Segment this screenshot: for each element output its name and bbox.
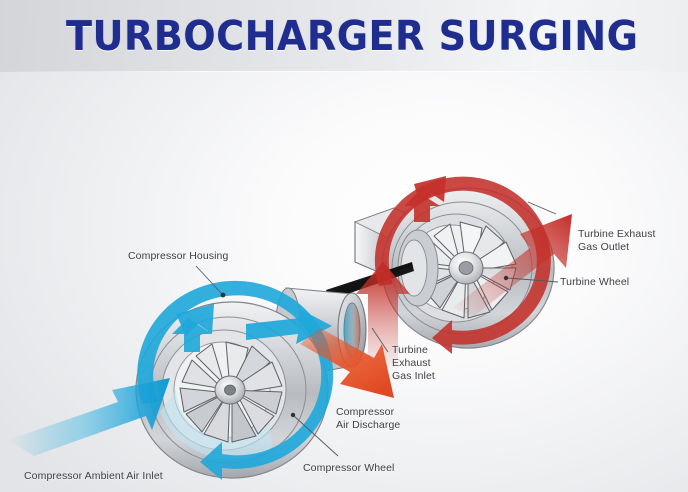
leader-dot-compressor-housing xyxy=(220,292,226,298)
leader-dot-compressor-wheel xyxy=(290,412,296,418)
label-turbine-exhaust-gas-inlet: Turbine Exhaust Gas Inlet xyxy=(392,344,435,382)
duct-flow-blend xyxy=(344,303,360,357)
label-turbine-wheel: Turbine Wheel xyxy=(560,276,630,288)
leader-compressor-housing xyxy=(195,265,223,295)
compressor-swirl-head xyxy=(176,304,214,336)
label-compressor-ambient-air-inlet: Compressor Ambient Air Inlet xyxy=(24,470,163,482)
compressor-hub-center xyxy=(224,384,236,396)
turbine-circulation-arrow xyxy=(374,176,551,354)
leader-lines xyxy=(195,201,559,457)
leader-turbine-wheel xyxy=(507,277,559,283)
turbine-hub-center xyxy=(458,261,474,275)
label-compressor-housing: Compressor Housing xyxy=(128,250,229,262)
leader-turbine-inlet xyxy=(371,327,389,353)
compressor-wheel xyxy=(179,341,283,443)
compressor-volute-shade xyxy=(160,390,272,460)
turbine-assembly xyxy=(326,176,572,372)
turbocharger-illustration xyxy=(8,176,572,480)
title-bar: TURBOCHARGER SURGING xyxy=(0,0,688,72)
compressor-top-flow-arrow xyxy=(246,308,332,344)
label-compressor-wheel: Compressor Wheel xyxy=(303,462,395,474)
compressor-ambient-air-inlet-arrow xyxy=(8,378,170,456)
turbine-swirl-head xyxy=(414,176,446,204)
page-title: TURBOCHARGER SURGING xyxy=(66,11,639,60)
compressor-air-discharge-arrow xyxy=(300,328,394,398)
label-compressor-air-discharge: Compressor Air Discharge xyxy=(336,406,401,431)
turbine-exhaust-gas-outlet-arrow xyxy=(452,214,572,316)
compressor-assembly xyxy=(8,280,394,480)
leader-dot-turbine-wheel xyxy=(503,275,509,281)
turbocharger-diagram: Compressor Housing Turbine Exhaust Gas O… xyxy=(0,72,688,492)
leader-turbine-outlet xyxy=(527,201,557,215)
label-turbine-exhaust-gas-outlet: Turbine Exhaust Gas Outlet xyxy=(578,228,656,253)
turbine-exhaust-gas-inlet-arrow xyxy=(356,262,410,372)
leader-compressor-wheel xyxy=(293,415,339,457)
